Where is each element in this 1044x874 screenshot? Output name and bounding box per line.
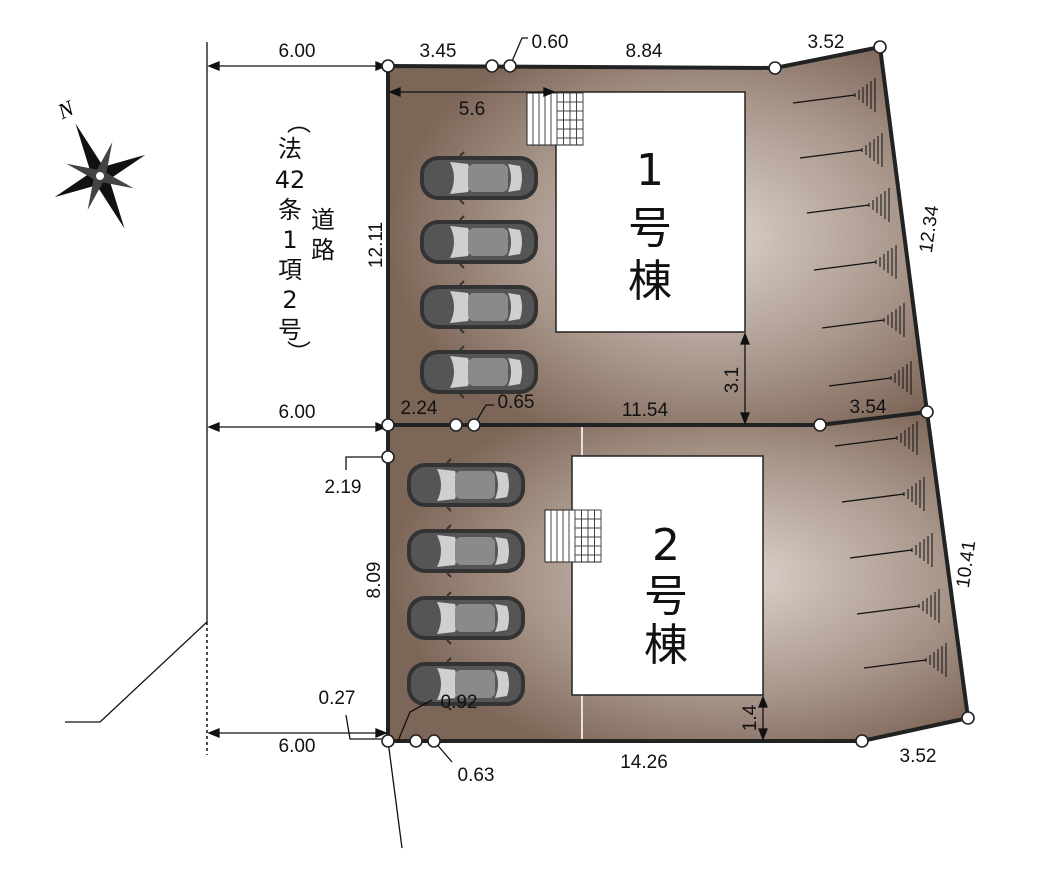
compass-north-label: N bbox=[53, 95, 79, 125]
dim-lot1-top-c: 8.84 bbox=[626, 41, 663, 62]
dim-road-top: 6.00 bbox=[279, 41, 316, 62]
dim-lot1-bottom-d: 3.54 bbox=[850, 397, 887, 418]
parking-stripe bbox=[821, 319, 885, 329]
building-2-suffix: 号 bbox=[644, 571, 688, 622]
svg-text:）: ） bbox=[284, 340, 312, 364]
building-2 bbox=[571, 455, 764, 696]
dim-road-mid: 6.00 bbox=[279, 402, 316, 423]
dim-lot1-top-d: 3.52 bbox=[808, 32, 845, 53]
dim-road-bottom: 6.00 bbox=[279, 736, 316, 757]
compass-rose-icon bbox=[54, 123, 146, 229]
dim-lot1-gap: 3.1 bbox=[722, 367, 743, 393]
svg-text:項: 項 bbox=[278, 256, 302, 284]
parking-stripe bbox=[828, 377, 892, 387]
parking-stripes bbox=[792, 78, 947, 677]
boundary-points bbox=[381, 40, 975, 748]
dim-lot1-right: 12.34 bbox=[916, 204, 943, 254]
building-2-number: 2 bbox=[652, 520, 680, 571]
svg-text:42: 42 bbox=[275, 166, 306, 194]
svg-text:道: 道 bbox=[311, 206, 335, 234]
svg-text:条: 条 bbox=[278, 196, 302, 224]
dimension-lines bbox=[207, 37, 768, 763]
dim-lot2-bottom-d: 3.52 bbox=[900, 746, 937, 767]
svg-text:（: （ bbox=[284, 110, 312, 134]
building-1-suffix: 号 bbox=[628, 203, 672, 254]
dim-lot2-bottom-c: 14.26 bbox=[620, 752, 668, 773]
svg-text:2: 2 bbox=[282, 286, 297, 314]
svg-text:法: 法 bbox=[278, 135, 302, 163]
dim-lot2-left-b: 8.09 bbox=[364, 562, 385, 599]
car-icon bbox=[419, 345, 539, 399]
parking-stripe bbox=[841, 493, 905, 503]
car-icon bbox=[419, 215, 539, 269]
svg-text:号: 号 bbox=[278, 316, 302, 344]
site-boundary bbox=[386, 44, 971, 743]
parking-stripe bbox=[806, 204, 870, 214]
svg-text:1: 1 bbox=[282, 226, 297, 254]
road-boundary bbox=[65, 42, 403, 849]
dim-lot2-gap: 1.4 bbox=[740, 704, 761, 731]
dim-lot1-setback: 5.6 bbox=[459, 99, 485, 120]
car-icon bbox=[406, 458, 526, 512]
dim-lot1-top-a: 3.45 bbox=[420, 41, 457, 62]
building-1-number: 1 bbox=[636, 145, 664, 196]
dim-lot2-right: 10.41 bbox=[953, 539, 980, 589]
building-1 bbox=[555, 91, 746, 333]
car-icon bbox=[406, 524, 526, 578]
parking-stripe bbox=[813, 261, 877, 271]
building-2-kind: 棟 bbox=[644, 620, 688, 671]
parking-stripe bbox=[792, 94, 856, 104]
dim-lot1-top-b: 0.60 bbox=[532, 32, 569, 53]
parking-stripe bbox=[856, 605, 920, 615]
dim-lot2-corner: 0.27 bbox=[319, 688, 356, 709]
parking-stripe bbox=[799, 149, 863, 159]
dim-lot1-bottom-b: 0.65 bbox=[498, 392, 535, 413]
dim-lot1-left: 12.11 bbox=[366, 222, 387, 268]
car-icon bbox=[419, 280, 539, 334]
dim-lot1-bottom-a: 2.24 bbox=[401, 398, 438, 419]
car-icon bbox=[419, 151, 539, 205]
dim-lot2-bottom-a: 0.92 bbox=[441, 692, 478, 713]
dim-lot1-bottom-c: 11.54 bbox=[622, 400, 669, 421]
parking-stripe bbox=[834, 437, 898, 447]
svg-text:路: 路 bbox=[311, 236, 335, 264]
dim-lot2-left-a: 2.19 bbox=[325, 477, 362, 498]
road-label: （ 法 42 条 1 項 2 号 ） 道 路 bbox=[275, 110, 335, 364]
parking-stripe bbox=[863, 659, 927, 669]
entrance-steps bbox=[526, 92, 602, 563]
dim-lot2-bottom-b: 0.63 bbox=[458, 765, 495, 786]
parking-stripe bbox=[849, 549, 913, 559]
building-1-kind: 棟 bbox=[628, 256, 672, 307]
car-icon bbox=[406, 591, 526, 645]
